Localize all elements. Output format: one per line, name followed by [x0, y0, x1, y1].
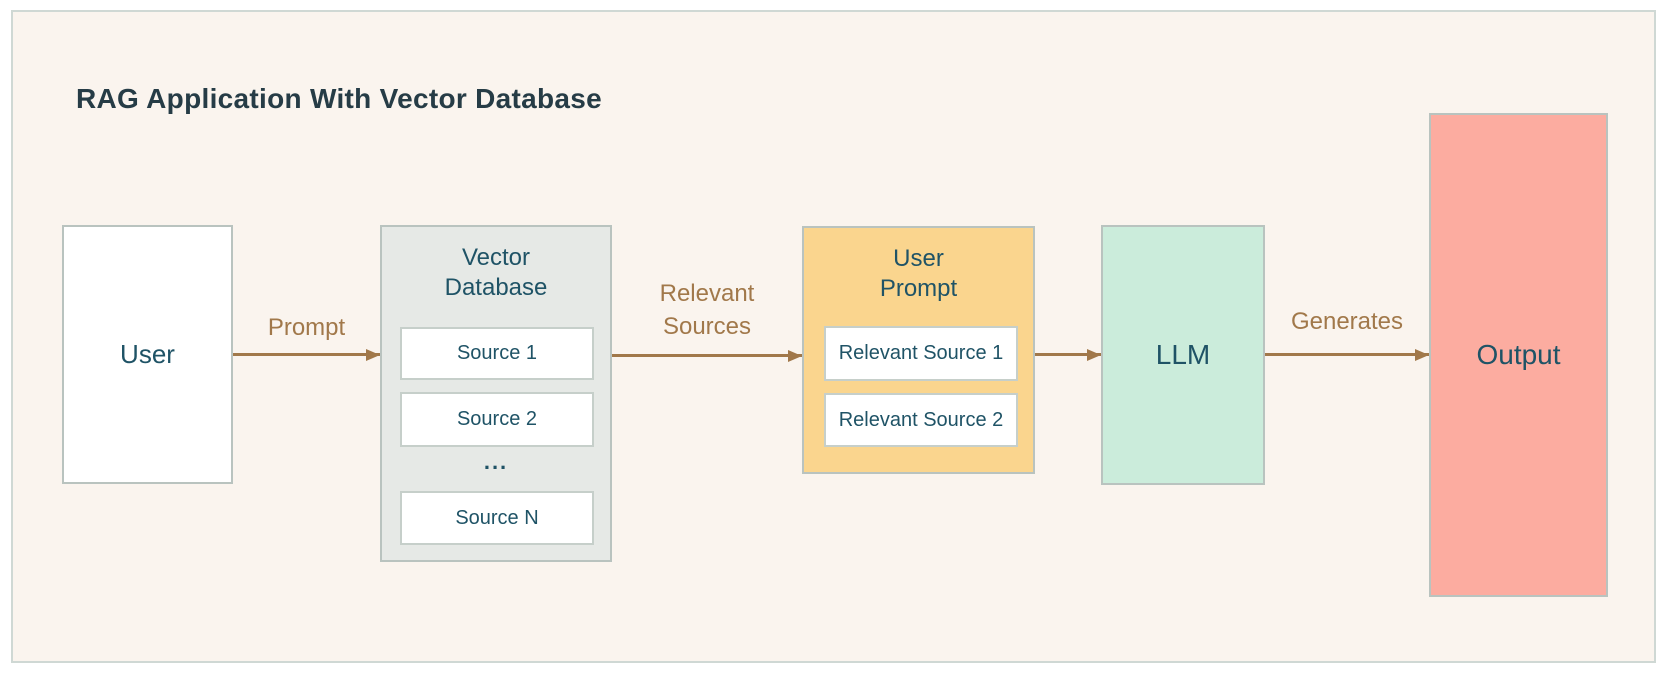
relevant-source-item: Relevant Source 2	[824, 393, 1018, 447]
source-item-label: Source N	[455, 506, 539, 529]
llm-node: LLM	[1101, 225, 1265, 485]
user-node-label: User	[120, 339, 175, 369]
output-node: Output	[1429, 113, 1608, 597]
arrow-generates	[1265, 353, 1429, 356]
edge-label-relevant-sources: Relevant Sources	[659, 280, 755, 340]
source-item: Source N	[400, 491, 594, 545]
diagram-title: RAG Application With Vector Database	[76, 83, 603, 114]
user-prompt-node: User Prompt Relevant Source 1 Relevant S…	[802, 226, 1035, 474]
sources-ellipsis: ...	[483, 449, 509, 474]
source-item-label: Source 2	[456, 408, 538, 430]
vector-database-node: Vector Database Source 1 Source 2 ... So…	[380, 225, 612, 562]
relevant-source-item-label: Relevant Source 2	[838, 408, 1004, 431]
relevant-source-item-label: Relevant Source 1	[838, 342, 1004, 364]
arrow-relevant-sources	[612, 354, 802, 357]
edge-label-generates: Generates	[1290, 308, 1404, 335]
relevant-source-item: Relevant Source 1	[824, 326, 1018, 381]
user-prompt-title: User Prompt	[879, 245, 958, 302]
edge-label-prompt: Prompt	[267, 314, 346, 341]
arrow-prompt	[233, 353, 380, 356]
vector-database-title: Vector Database	[444, 244, 548, 301]
llm-node-label: LLM	[1155, 339, 1211, 370]
source-item-label: Source 1	[456, 342, 538, 364]
user-node: User	[62, 225, 233, 484]
source-item: Source 2	[400, 392, 594, 447]
arrow-user-prompt-to-llm	[1035, 353, 1101, 356]
output-node-label: Output	[1476, 339, 1561, 370]
source-item: Source 1	[400, 327, 594, 380]
